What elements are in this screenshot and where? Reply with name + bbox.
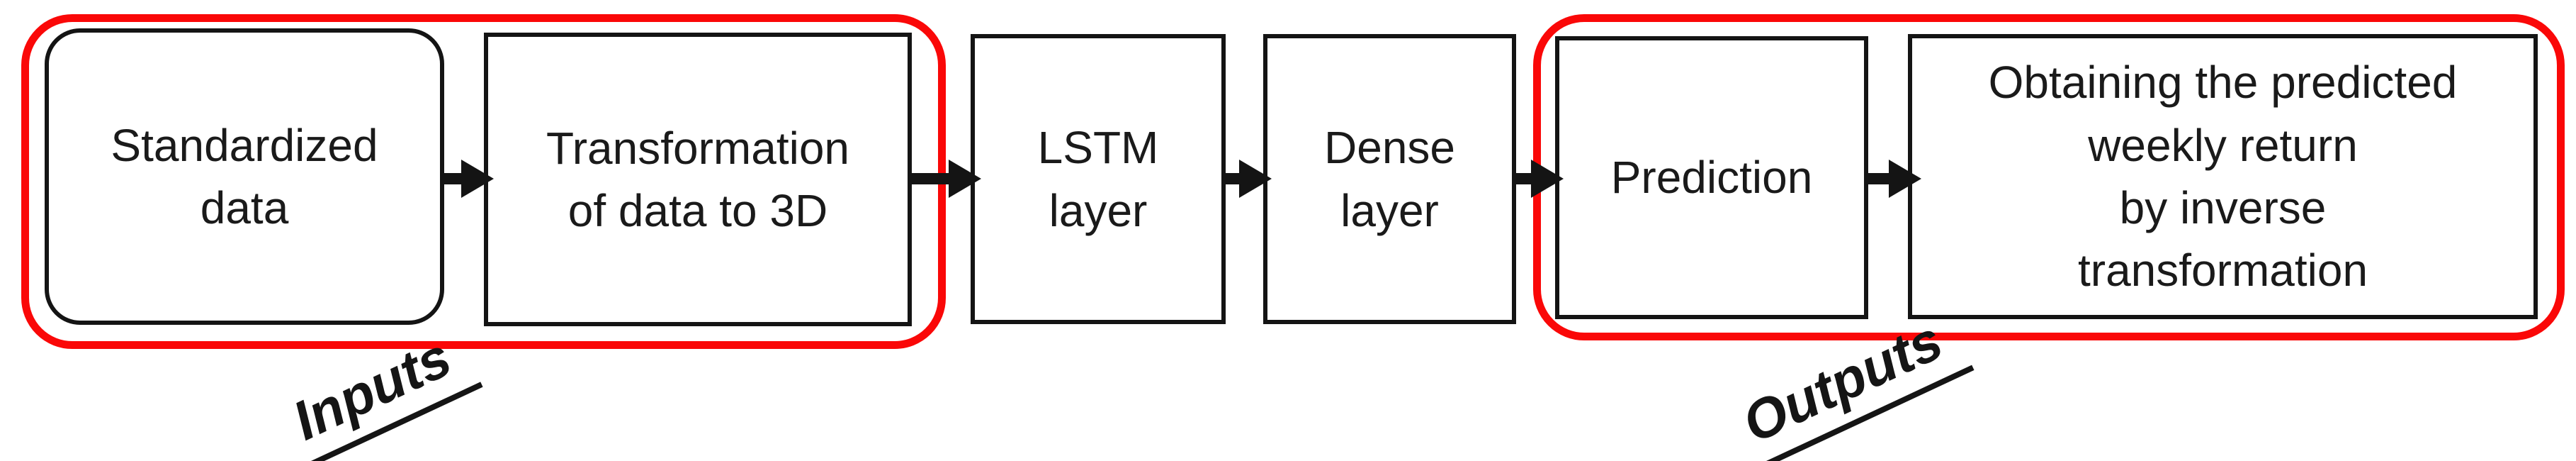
node-dense-layer-label: Dense layer [1324,122,1455,236]
node-lstm-layer-label: LSTM layer [1037,122,1159,236]
node-prediction: Prediction [1555,36,1868,319]
node-standardized-data-label: Standardized data [111,119,378,233]
node-transform-to-3d-label: Transformation of data to 3D [546,122,849,236]
node-inverse-transform: Obtaining the predicted weekly return by… [1908,34,2538,319]
node-dense-layer: Dense layer [1263,34,1516,324]
node-transform-to-3d: Transformation of data to 3D [484,33,912,326]
node-standardized-data: Standardized data [45,28,444,325]
node-inverse-transform-label: Obtaining the predicted weekly return by… [1988,57,2458,296]
node-lstm-layer: LSTM layer [971,34,1226,324]
node-prediction-label: Prediction [1610,152,1813,204]
